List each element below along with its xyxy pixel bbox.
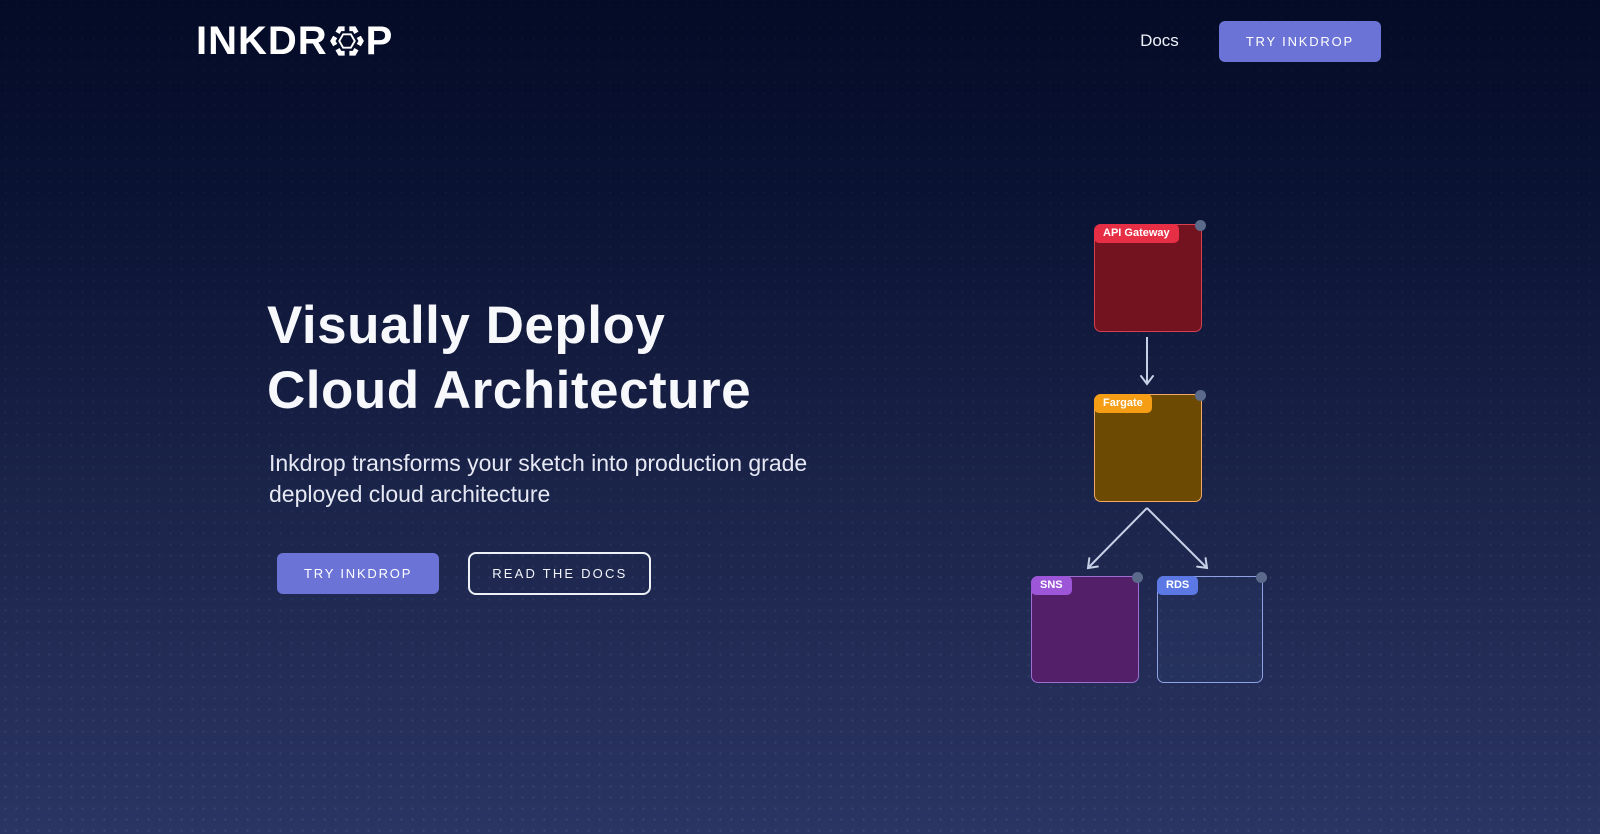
connector-dot [1132,572,1143,583]
subtitle-line-1: Inkdrop transforms your sketch into prod… [269,450,808,477]
hero-try-inkdrop-button[interactable]: TRY INKDROP [277,553,440,595]
diagram-node-label-rds: RDS [1157,576,1199,596]
title-line-2: Cloud Architecture [267,360,752,420]
hero-cta-row: TRY INKDROP READ THE DOCS [277,552,807,596]
logo-text-right: P [365,19,394,63]
nav-link-docs[interactable]: Docs [1140,31,1179,50]
edge-fargate-to-sns [1086,507,1148,570]
subtitle-line-2: deployed cloud architecture [269,480,551,507]
diagram-node-label-api-gateway: API Gateway [1094,224,1179,244]
page-title: Visually Deploy Cloud Architecture [267,294,807,423]
connector-dot [1256,572,1267,583]
header-nav: Docs TRY INKDROP [1140,20,1381,62]
title-line-1: Visually Deploy [267,296,666,355]
logo[interactable]: INKDR P [196,21,393,61]
logo-text-left: INKDR [196,19,328,63]
hero-section: Visually Deploy Cloud Architecture Inkdr… [267,294,807,596]
diagram-node-rds: RDS [1157,572,1267,683]
edge-fargate-to-rds [1146,507,1209,570]
connector-dot [1195,220,1206,231]
diagram-node-fargate: Fargate [1094,390,1206,502]
hexagon-aperture-icon [329,26,364,56]
diagram-node-label-sns: SNS [1031,576,1072,596]
header-try-inkdrop-button[interactable]: TRY INKDROP [1218,20,1381,62]
read-the-docs-button[interactable]: READ THE DOCS [468,552,652,596]
header: INKDR P Docs TRY INKDROP [0,0,1600,82]
diagram-node-sns: SNS [1031,572,1143,683]
diagram-node-api-gateway: API Gateway [1094,220,1206,332]
diagram-edges [1086,337,1209,570]
hero-subtitle: Inkdrop transforms your sketch into prod… [269,448,807,509]
connector-dot [1195,390,1206,401]
diagram-node-label-fargate: Fargate [1094,394,1152,414]
